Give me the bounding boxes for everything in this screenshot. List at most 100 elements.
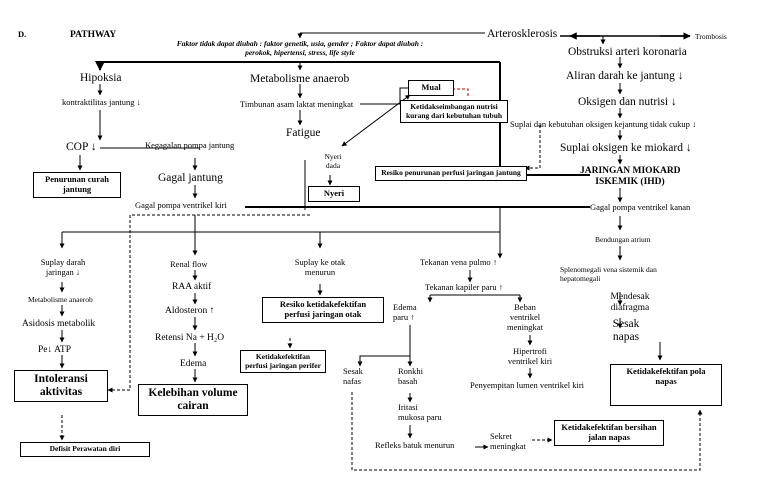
- splenomegali-line-1: Splenomegali vena sistemik dan: [560, 265, 657, 274]
- sesak-nafas-line-2: nafas: [343, 375, 361, 386]
- line-edema-split: [357, 325, 411, 367]
- perfusi-jantung-box: Resiko penurunan perfusi jaringan jantun…: [375, 166, 527, 181]
- pathway-title: PATHWAY: [70, 30, 117, 40]
- jaringan-miokard-label: JARINGAN MIOKARD ISKEMIK (IHD): [580, 166, 681, 188]
- iritasi-label: Iritasi mukosa paru: [398, 402, 442, 423]
- kegagalan-label: Kegagalan pompa jantung: [145, 140, 235, 150]
- metabolisme-anaerob-label: Metabolisme anaerob: [250, 73, 350, 85]
- fatigue-label: Fatigue: [286, 127, 321, 139]
- kelebihan-volume-box: Kelebihan volume cairan: [138, 384, 248, 417]
- mendesak-line-2: diafragma: [610, 302, 650, 313]
- penyempitan-label: Penyempitan lumen ventrikel kiri: [470, 380, 585, 390]
- suplay-darah-line-1: Suplay darah: [40, 257, 86, 267]
- renal-flow-label: Renal flow: [170, 259, 208, 269]
- decrease-mark: ↓: [136, 97, 141, 107]
- increase-mark: ↑: [498, 282, 503, 292]
- decrease-mark: ↓: [75, 266, 81, 277]
- tekanan-kapiler-label: Tekanan kapiler paru ↑: [425, 282, 503, 292]
- nutrisi-box: Ketidakseimbangan nutrisi kurang dari ke…: [400, 100, 508, 124]
- nyeri-dada-line-1: Nyeri: [324, 152, 342, 161]
- gagal-jantung-label: Gagal jantung: [158, 172, 223, 184]
- hipertrofi-line-2: ventrikel kiri: [507, 355, 553, 366]
- kontraktilitas-label: kontraktilitas jantung ↓: [62, 97, 141, 107]
- dashed-fatigue-intoleransi: [107, 214, 310, 393]
- sesak-nafas-label: Sesak nafas: [343, 366, 363, 387]
- cop-label: COP ↓: [66, 141, 97, 153]
- edema-paru-line-1: Edema: [393, 302, 417, 312]
- sesak-right-line-2: napas: [612, 331, 640, 344]
- aldosteron-label: Aldosteron ↑: [165, 306, 215, 316]
- hipoksia-label: Hipoksia: [80, 72, 122, 84]
- mendesak-label: Mendesak diafragma: [600, 292, 660, 314]
- risk-factors-line-1: Faktor tidak dapat diubah : faktor genet…: [176, 39, 424, 48]
- hipertrofi-line-1: Hipertrofi: [513, 346, 547, 356]
- ronkhi-line-1: Ronkhi: [398, 366, 424, 376]
- suplay-darah-label: Suplay darah jaringan ↓: [28, 257, 98, 278]
- jalan-napas-box: Ketidakefektifan bersihan jalan napas: [554, 420, 664, 446]
- nyeri-dada-label: Nyeri dada: [318, 152, 348, 170]
- suplai-kebutuhan-label: Suplai dan kebutuhan oksigen kejantung t…: [510, 119, 697, 129]
- increase-mark: ↑: [492, 257, 498, 267]
- decrease-mark: ↓: [692, 119, 697, 129]
- ronkhi-label: Ronkhi basah: [398, 366, 424, 387]
- section-label: D.: [18, 29, 27, 39]
- sesak-nafas-line-1: Sesak: [343, 366, 363, 376]
- suplay-otak-line-1: Suplay ke otak: [294, 257, 346, 267]
- beban-line-1: Beban: [514, 302, 536, 312]
- beban-ventrikel-label: Beban ventrikel meningkat: [495, 302, 555, 332]
- tekanan-vena-label: Tekanan vena pulmo ↑: [420, 257, 498, 267]
- metabolisme-col1-label: Metabolisme anaerob: [28, 295, 93, 304]
- nyeri-dada-line-2: dada: [325, 160, 341, 170]
- iritasi-line-2: mukosa paru: [398, 411, 442, 422]
- increase-mark: ↑: [410, 311, 415, 322]
- beban-line-2: ventrikel: [509, 311, 541, 322]
- sesak-right-line-1: Sesak: [612, 318, 640, 330]
- edema-col2-label: Edema: [180, 359, 207, 369]
- iritasi-line-1: Iritasi: [398, 402, 418, 412]
- suplay-otak-line-2: menurun: [304, 266, 336, 277]
- jaringan-miokard-line-2: ISKEMIK (IHD): [595, 176, 665, 187]
- hipertrofi-label: Hipertrofi ventrikel kiri: [500, 346, 560, 367]
- bendungan-label: Bendungan atrium: [595, 235, 651, 244]
- increase-mark: ↑: [209, 306, 215, 316]
- dashed-to-perfusi-jantung: [524, 125, 541, 171]
- refleks-label: Refleks batuk menurun: [375, 440, 455, 450]
- obstruksi-label: Obstruksi arteri koronaria: [568, 46, 687, 58]
- risk-factors-line-2: perokok, hipertensi, stress, life style: [245, 47, 355, 57]
- risk-factors: Faktor tidak dapat diubah : faktor genet…: [140, 39, 460, 57]
- nyeri-box: Nyeri: [308, 186, 360, 202]
- timbunan-label: Timbunan asam laktat meningkat: [240, 99, 354, 109]
- intoleransi-box: Intoleransi aktivitas: [14, 370, 108, 403]
- curah-jantung-box: Penurunan curah jantung: [33, 172, 121, 198]
- defisit-box: Defisit Perawatan diri: [20, 442, 150, 457]
- dashed-sesak-loop: [351, 392, 703, 471]
- sekret-label: Sekret meningkat: [490, 431, 526, 452]
- perfusi-otak-box: Resiko ketidakefektifan perfusi jaringan…: [262, 297, 384, 323]
- suplay-darah-line-2: jaringan ↓: [45, 266, 81, 277]
- beban-line-3: meningkat: [507, 321, 543, 332]
- ronkhi-line-2: basah: [398, 375, 418, 386]
- sekret-line-1: Sekret: [490, 431, 512, 441]
- asidosis-label: Asidosis metabolik: [22, 319, 96, 329]
- pola-napas-box: Ketidakefektifan pola napas: [610, 364, 722, 406]
- decrease-mark: ↓: [677, 70, 684, 82]
- suplai-miokard-label: Suplai oksigen ke miokard ↓: [560, 142, 692, 154]
- atp-label: Pe↓ ATP: [38, 345, 71, 355]
- perfusi-perifer-box: Ketidakefektifan perfusi jaringan perife…: [240, 350, 326, 374]
- splenomegali-label: Splenomegali vena sistemik dan hepatomeg…: [560, 265, 657, 283]
- oksigen-nutrisi-label: Oksigen dan nutrisi ↓: [578, 96, 677, 108]
- decrease-mark: ↓: [90, 141, 97, 153]
- splenomegali-line-2: hepatomegali: [560, 273, 601, 283]
- raa-label: RAA aktif: [172, 282, 212, 292]
- retensi-label: Retensi Na + H₂O: [155, 333, 225, 343]
- decrease-mark: ↓: [685, 142, 692, 154]
- sekret-line-2: meningkat: [490, 440, 526, 451]
- suplay-otak-label: Suplay ke otak menurun: [285, 257, 355, 278]
- trombosis-label: Trombosis: [695, 32, 727, 41]
- aliran-label: Aliran darah ke jantung ↓: [566, 70, 684, 82]
- decrease-mark: ↓: [670, 96, 677, 108]
- edema-paru-line-2: paru ↑: [393, 311, 415, 322]
- line-to-hipoksia: [95, 61, 500, 71]
- dashed-mual-nutrisi: [452, 88, 469, 97]
